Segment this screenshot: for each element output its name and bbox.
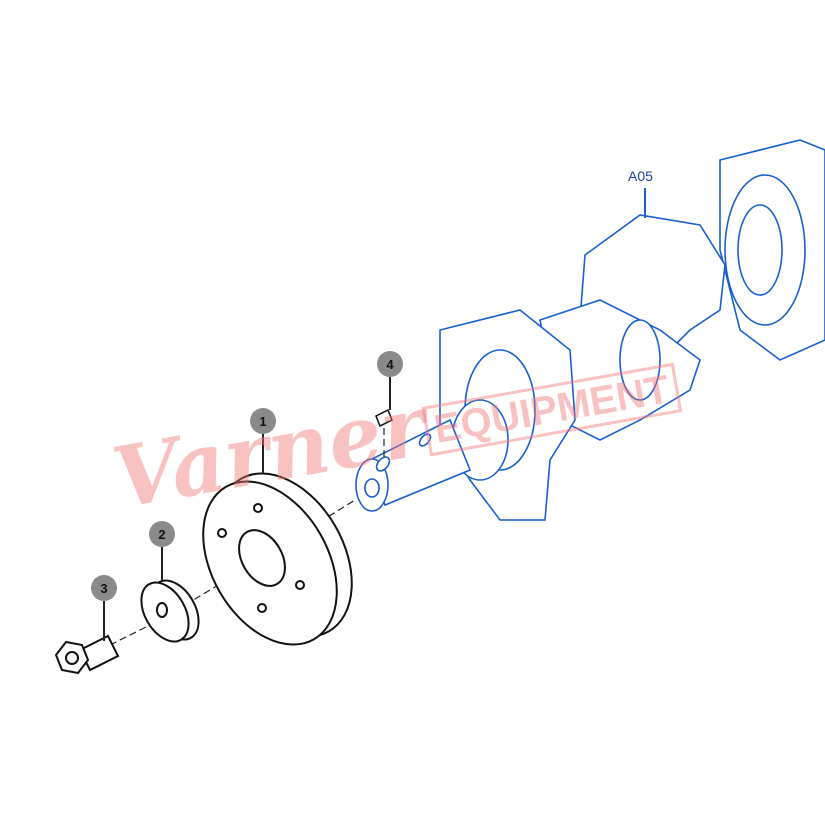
callout-4[interactable]: 4 bbox=[377, 351, 403, 377]
crankshaft bbox=[355, 139, 825, 521]
leader-line-2 bbox=[161, 547, 163, 580]
bolt bbox=[54, 634, 120, 675]
leader-line-4 bbox=[389, 377, 391, 410]
crank-pulley bbox=[202, 472, 353, 646]
callout-2[interactable]: 2 bbox=[149, 521, 175, 547]
leader-line-3 bbox=[103, 601, 105, 641]
woodruff-key bbox=[375, 408, 393, 428]
callout-3[interactable]: 3 bbox=[91, 575, 117, 601]
washer bbox=[140, 579, 200, 643]
leader-line-1 bbox=[262, 434, 264, 474]
leader-line-a05 bbox=[644, 188, 646, 218]
assembly-label-a05[interactable]: A05 bbox=[628, 168, 653, 184]
callout-1[interactable]: 1 bbox=[250, 408, 276, 434]
